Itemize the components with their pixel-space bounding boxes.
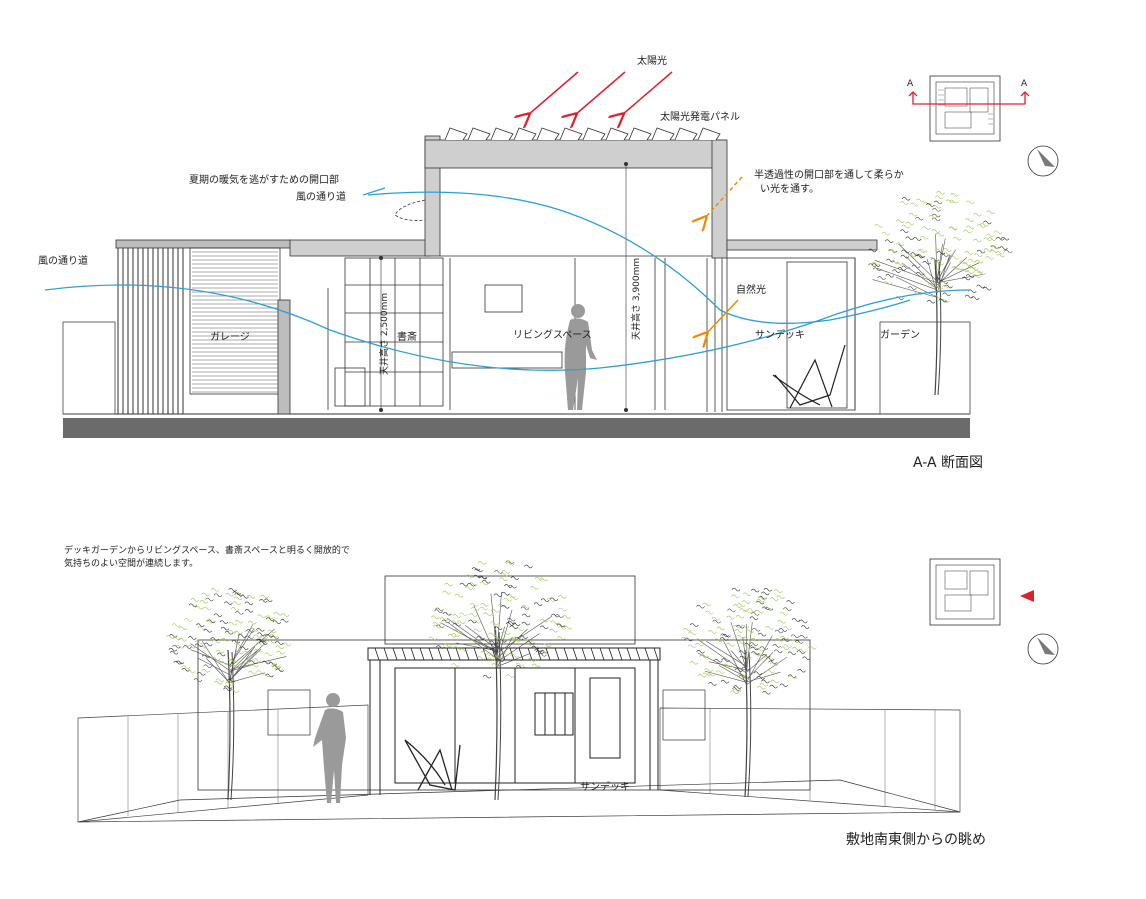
label-sunlight: 太陽光	[637, 54, 667, 67]
sunlight-arrows	[528, 71, 673, 115]
left-wall	[62, 321, 116, 415]
ground-slab	[63, 418, 970, 438]
study-roof	[289, 239, 431, 257]
garage	[115, 239, 292, 415]
label-ceiling-living: 天井高さ 3,900mm	[630, 258, 642, 340]
description-line-2: 気持ちのよい空間が連続します。	[64, 557, 198, 569]
north-arrow-icon-2	[1027, 633, 1059, 665]
person-silhouette-view	[313, 693, 346, 803]
study-bookshelf	[327, 257, 444, 410]
view-title: 敷地南東側からの眺め	[846, 832, 986, 848]
soft-light-arrows	[705, 176, 743, 334]
living-volume	[394, 127, 728, 410]
label-sundeck-view: サンデッキ	[580, 780, 630, 793]
tree-right	[681, 587, 817, 798]
right-wall	[879, 321, 971, 415]
garden-tree	[868, 191, 1013, 396]
label-summer-vent: 夏期の暖気を逃がすための開口部	[189, 173, 339, 186]
section-drawing	[44, 71, 1059, 438]
section-marker-right: A	[1021, 79, 1028, 89]
person-silhouette	[564, 304, 597, 410]
label-living: リビングスペース	[513, 328, 592, 341]
label-semi-transparent-2: い光を通す。	[760, 182, 819, 195]
wind-path-curve-upper	[367, 191, 911, 324]
label-study: 書斎	[397, 330, 417, 343]
tree-center	[428, 560, 573, 801]
label-ceiling-study: 天井高さ 2,500mm	[378, 293, 390, 375]
label-wind-path-left: 風の通り道	[38, 254, 88, 267]
description-line-1: デッキガーデンからリビングスペース、書斎スペースと明るく開放的で	[64, 544, 350, 556]
tree-left	[166, 588, 292, 801]
label-garage: ガレージ	[210, 331, 250, 343]
label-sundeck: サンデッキ	[755, 328, 805, 341]
label-natural-light: 自然光	[736, 283, 766, 296]
label-semi-transparent: 半透過性の開口部を通して柔らか	[754, 168, 904, 181]
label-garden: ガーデン	[880, 328, 920, 341]
wind-path-curve	[44, 284, 971, 371]
ground-plane	[77, 779, 961, 823]
key-plan-view	[929, 558, 1034, 626]
sundeck-frame	[706, 239, 878, 412]
section-marker-left: A	[907, 79, 914, 89]
perspective-drawing	[77, 558, 1059, 823]
section-title: A-A 断面図	[913, 455, 983, 471]
butterfly-chair-view	[404, 739, 461, 791]
label-solar-panel: 太陽光発電パネル	[660, 110, 740, 123]
key-plan-section	[908, 75, 1030, 142]
label-wind-path-top: 風の通り道	[296, 190, 346, 203]
north-arrow-icon	[1027, 145, 1059, 177]
butterfly-chair	[772, 344, 846, 409]
